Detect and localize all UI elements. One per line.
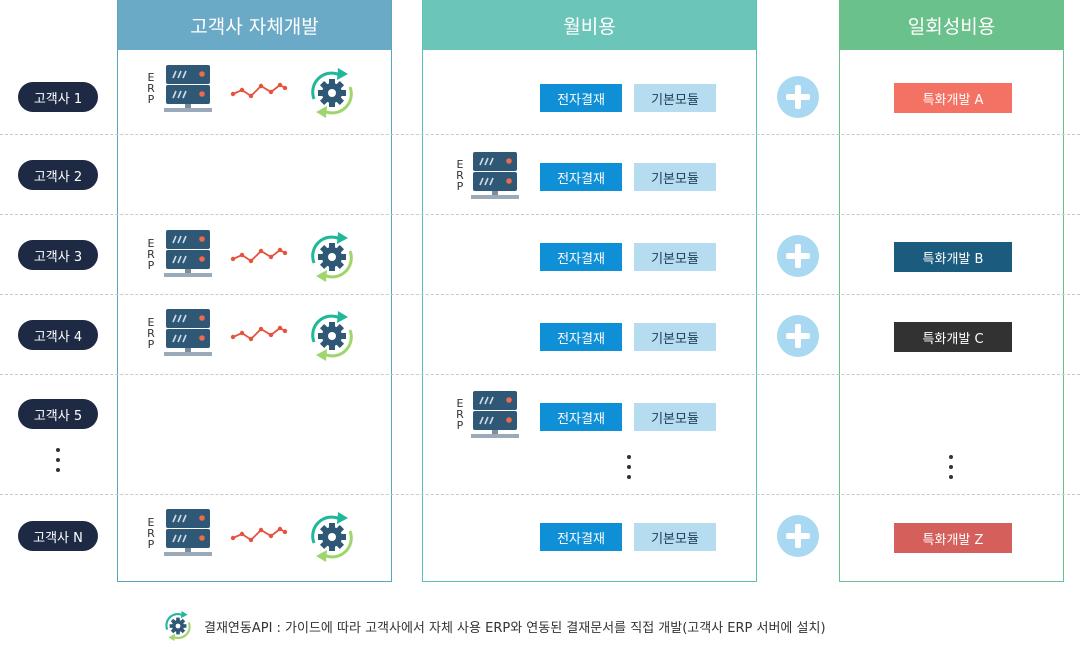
row-divider — [0, 134, 1080, 135]
trend-line-icon — [230, 524, 288, 544]
sync-gear-icon — [160, 608, 196, 644]
footnote-text: 결재연동API : 가이드에 따라 고객사에서 자체 사용 ERP와 연동된 결… — [204, 620, 826, 636]
column-own-development: 고객사 자체개발 — [117, 0, 392, 582]
sync-gear-icon — [302, 227, 362, 287]
server-icon — [163, 229, 213, 279]
plus-icon — [777, 515, 819, 557]
sync-gear-icon — [302, 63, 362, 123]
trend-line-icon — [230, 245, 288, 265]
plus-icon — [777, 315, 819, 357]
customer-label-n: 고객사 N — [18, 521, 98, 551]
row-divider — [0, 294, 1080, 295]
payment-module-box: 전자결재 — [540, 163, 622, 191]
base-module-box: 기본모듈 — [634, 243, 716, 271]
custom-dev-box-c: 특화개발 C — [894, 322, 1012, 352]
trend-line-icon — [230, 80, 288, 100]
column-monthly-cost: 월비용 — [422, 0, 757, 582]
payment-module-box: 전자결재 — [540, 403, 622, 431]
sync-gear-icon — [302, 507, 362, 567]
plus-icon — [777, 235, 819, 277]
custom-dev-box-b: 특화개발 B — [894, 242, 1012, 272]
server-icon — [470, 390, 520, 440]
ellipsis-dots-onetime — [948, 455, 954, 485]
customer-label-4: 고객사 4 — [18, 320, 98, 350]
server-icon — [163, 64, 213, 114]
column-onetime-cost: 일회성비용 — [839, 0, 1064, 582]
row-divider — [0, 374, 1080, 375]
server-icon — [470, 151, 520, 201]
payment-module-box: 전자결재 — [540, 323, 622, 351]
column-header-onetime-cost: 일회성비용 — [840, 0, 1063, 50]
server-icon — [163, 308, 213, 358]
custom-dev-box-z: 특화개발 Z — [894, 523, 1012, 553]
row-divider — [0, 214, 1080, 215]
base-module-box: 기본모듈 — [634, 403, 716, 431]
base-module-box: 기본모듈 — [634, 163, 716, 191]
column-header-monthly-cost: 월비용 — [423, 0, 756, 50]
base-module-box: 기본모듈 — [634, 84, 716, 112]
footnote: 결재연동API : 가이드에 따라 고객사에서 자체 사용 ERP와 연동된 결… — [160, 608, 826, 644]
customer-label-2: 고객사 2 — [18, 160, 98, 190]
plus-icon — [777, 76, 819, 118]
customer-label-1: 고객사 1 — [18, 82, 98, 112]
row-divider — [0, 494, 1080, 495]
base-module-box: 기본모듈 — [634, 523, 716, 551]
server-icon — [163, 508, 213, 558]
custom-dev-box-a: 특화개발 A — [894, 83, 1012, 113]
sync-gear-icon — [302, 306, 362, 366]
trend-line-icon — [230, 323, 288, 343]
customer-label-3: 고객사 3 — [18, 240, 98, 270]
payment-module-box: 전자결재 — [540, 523, 622, 551]
payment-module-box: 전자결재 — [540, 243, 622, 271]
payment-module-box: 전자결재 — [540, 84, 622, 112]
customer-label-5: 고객사 5 — [18, 399, 98, 429]
base-module-box: 기본모듈 — [634, 323, 716, 351]
ellipsis-dots-monthly — [626, 455, 632, 485]
column-header-own-development: 고객사 자체개발 — [118, 0, 391, 50]
ellipsis-dots-customers — [55, 448, 61, 478]
